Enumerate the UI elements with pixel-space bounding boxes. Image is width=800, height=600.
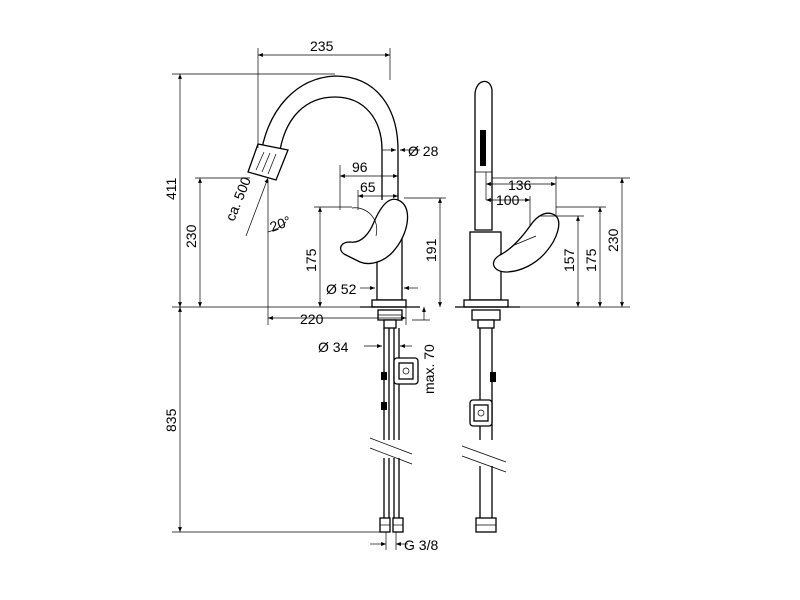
dim-175-left: 175	[303, 248, 319, 272]
dim-100: 100	[496, 192, 520, 208]
dim-835: 835	[163, 408, 179, 432]
dim-65: 65	[360, 179, 376, 195]
dim-max-70: max. 70	[421, 344, 437, 394]
valve-block	[393, 357, 419, 385]
dim-20-degree: 20°	[268, 213, 293, 235]
dim-diameter-28: Ø 28	[408, 143, 439, 159]
dim-230-left: 230	[183, 224, 199, 248]
dim-220: 220	[300, 311, 324, 327]
dim-191: 191	[423, 238, 439, 262]
dim-175-right: 175	[583, 248, 599, 272]
front-view	[247, 75, 420, 533]
dim-157: 157	[561, 248, 577, 272]
dim-411: 411	[163, 177, 179, 200]
dimension-labels: 235 411 230 ca. 500 20° Ø 28 96 65 175 1…	[163, 38, 621, 553]
spray-head	[247, 143, 289, 181]
dimension-lines	[172, 48, 630, 550]
base-plate	[371, 299, 407, 308]
dim-diameter-52: Ø 52	[326, 281, 357, 297]
dim-ca-500: ca. 500	[222, 174, 254, 223]
dim-96: 96	[352, 159, 368, 175]
spout-outer	[261, 75, 399, 200]
dim-235: 235	[310, 38, 334, 54]
dim-diameter-34: Ø 34	[318, 339, 349, 355]
side-lever	[492, 212, 560, 273]
dim-136: 136	[508, 177, 532, 193]
dim-230-right: 230	[605, 228, 621, 252]
dim-thread-g38: G 3/8	[404, 537, 438, 553]
spout-inner	[279, 96, 383, 200]
lever	[339, 198, 409, 265]
